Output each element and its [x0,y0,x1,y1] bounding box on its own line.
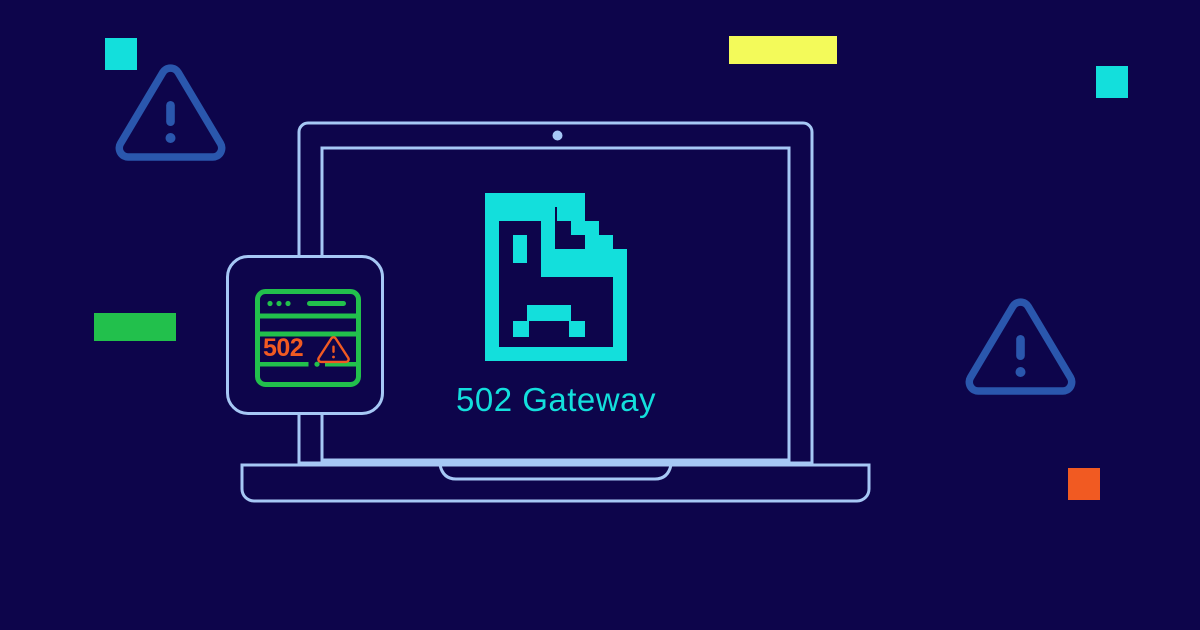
rectangle-yellow-top [729,36,837,64]
sad-document-pixel-icon [485,192,627,361]
status-card[interactable]: 502 [226,255,384,415]
laptop-lid [297,121,814,465]
square-orange-bottom [1068,468,1100,500]
card-warning-triangle-icon [317,336,350,364]
browser-dot-3-icon [285,300,291,307]
browser-dot-2-icon [276,300,282,307]
browser-statusbar-left [257,362,309,367]
status-code-text: 502 [263,334,303,362]
browser-frame [255,289,361,387]
browser-statusbar-dot-icon [314,361,320,367]
square-cyan-top-right [1096,66,1128,98]
camera-dot-icon [552,130,563,141]
warning-triangle-left-icon [113,64,228,164]
rectangle-green-left [94,313,176,341]
warning-triangle-right-icon [963,298,1078,398]
browser-address-bar [307,301,346,306]
laptop-screen-content: 502 Gateway [322,148,790,460]
screen-status-label: 502 Gateway [456,380,656,418]
laptop-trackpad-notch [438,464,673,481]
browser-statusbar-right [325,362,359,367]
laptop-illustration [237,118,874,508]
browser-dot-1-icon [267,300,273,307]
laptop-base [240,463,871,503]
square-cyan-top-left [105,38,137,70]
browser-window-mock: 502 [255,289,361,387]
